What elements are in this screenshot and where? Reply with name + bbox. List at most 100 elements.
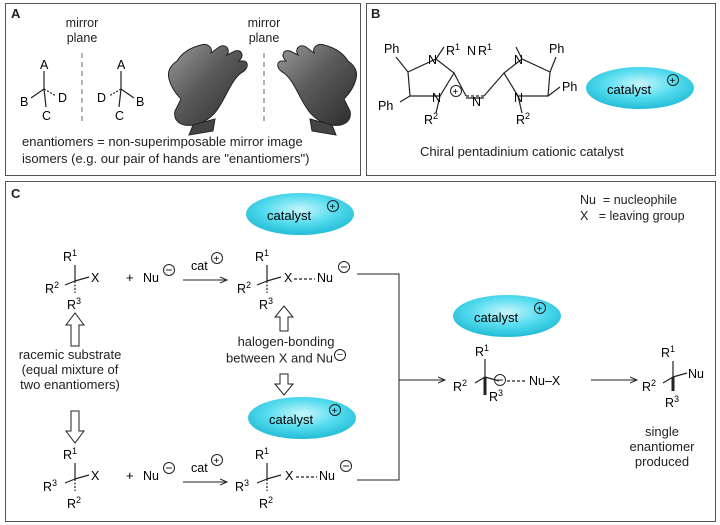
svg-text:R1: R1 <box>661 344 675 360</box>
svg-text:R2: R2 <box>453 378 467 394</box>
legend-nucleophile: Nu = nucleophile <box>580 193 677 207</box>
svg-text:+: + <box>330 202 336 213</box>
panel-b-label: B <box>371 6 381 21</box>
r2-label-1: R2 <box>424 111 438 127</box>
svg-text:+: + <box>332 406 338 417</box>
enantiomer-definition-line1: enantiomers = non-superimposable mirror … <box>22 134 303 149</box>
panel-a-drawing: A B C D A D C B <box>20 44 357 136</box>
catalyst-pill-right: catalyst + <box>453 295 561 337</box>
left-stereocentre <box>30 71 57 108</box>
racemic-line3: two enantiomers) <box>20 377 120 392</box>
catalyst-pill-b: catalyst + <box>586 67 694 109</box>
plus-top: + <box>126 270 134 285</box>
halogen-line1: halogen-bonding <box>237 334 335 349</box>
panel-c-label: C <box>11 186 21 201</box>
r2-top: R2 <box>45 280 59 296</box>
atom-a-right: A <box>117 58 126 72</box>
racemic-substrate-label: racemic substrate (equal mixture of two … <box>8 347 132 392</box>
positive-charge-icon <box>534 302 546 314</box>
r1-label-2: R1 <box>478 42 492 58</box>
mirror-word-left: mirror <box>65 16 99 30</box>
n-label-5: N <box>472 95 481 109</box>
mirror-plane-label-right: mirror plane <box>234 16 294 46</box>
nu-product: Nu <box>688 367 704 381</box>
ph-label-1: Ph <box>384 42 399 56</box>
svg-text:R2: R2 <box>67 495 81 511</box>
svg-text:R3: R3 <box>665 394 679 410</box>
substrate-top <box>64 265 90 293</box>
ph-label-2: Ph <box>378 99 393 113</box>
negative-charge-icon: – <box>333 349 346 361</box>
r3-top: R3 <box>67 296 81 312</box>
racemic-line2: (equal mixture of <box>21 362 119 377</box>
left-glove <box>168 44 248 136</box>
cat-label-bottom: cat <box>191 461 208 475</box>
right-stereocentre <box>108 71 135 108</box>
single-line3: produced <box>634 454 690 469</box>
plus-bottom: + <box>126 468 134 483</box>
ph-label-4: Ph <box>562 80 577 94</box>
plane-word-left: plane <box>66 31 98 45</box>
n-label-3: N <box>514 53 523 67</box>
svg-text:R1: R1 <box>63 446 77 462</box>
atom-b-left: B <box>20 95 28 109</box>
atom-d-right: D <box>97 91 106 105</box>
r2-label-2: R2 <box>516 111 530 127</box>
x-complex-bottom: X <box>285 469 294 483</box>
svg-text:+: + <box>453 87 459 98</box>
svg-text:R2: R2 <box>259 495 273 511</box>
panel-a-label: A <box>11 6 21 21</box>
mirror-plane-label-left: mirror plane <box>52 16 112 46</box>
complex-right <box>474 359 527 395</box>
svg-text:R1: R1 <box>255 446 269 462</box>
x-complex-top: X <box>284 271 293 285</box>
nu-top: Nu <box>143 271 159 285</box>
hollow-arrow-up-middle <box>273 305 295 332</box>
nu-complex-bottom: Nu <box>319 469 335 483</box>
r1-top: R1 <box>63 248 77 264</box>
svg-text:R3: R3 <box>489 388 503 404</box>
right-imidazoline-ring <box>503 58 551 97</box>
mirror-word-right: mirror <box>247 16 281 30</box>
complex-bottom <box>256 463 317 491</box>
single-line2: enantiomer <box>629 439 695 454</box>
plane-word-right: plane <box>248 31 280 45</box>
catalyst-text-right: catalyst <box>474 310 518 325</box>
svg-text:+: + <box>537 304 543 315</box>
svg-text:R1: R1 <box>255 248 269 264</box>
n-label-2: N <box>467 44 476 58</box>
catalyst-text-top: catalyst <box>267 208 311 223</box>
catalyst-caption: Chiral pentadinium cationic catalyst <box>420 144 624 159</box>
positive-charge-icon <box>327 200 339 212</box>
panel-c-drawing: catalyst + catalyst + catalyst + R1 R2 R… <box>43 193 704 511</box>
catalyst-text-b: catalyst <box>607 82 651 97</box>
single-enantiomer-label: single enantiomer produced <box>622 424 702 469</box>
hollow-arrow-up-left <box>65 312 85 347</box>
svg-text:R2: R2 <box>237 280 251 296</box>
atom-a-left: A <box>40 58 49 72</box>
product <box>662 361 688 391</box>
positive-charge-icon <box>329 404 341 416</box>
x-top: X <box>91 271 100 285</box>
hollow-arrow-down-middle <box>273 373 295 396</box>
svg-text:+: + <box>670 76 676 87</box>
catalyst-pill-top: catalyst + <box>246 193 354 235</box>
svg-text:R3: R3 <box>235 478 249 494</box>
svg-text:R1: R1 <box>475 343 489 359</box>
halogen-bonding-label: halogen-bonding between X and Nu– <box>224 334 348 365</box>
halogen-line2: between X and Nu <box>226 350 333 366</box>
atom-d-left: D <box>58 91 67 105</box>
x-bottom: X <box>91 469 100 483</box>
atom-b-right: B <box>136 95 144 109</box>
enantiomer-definition-line2: isomers (e.g. our pair of hands are "ena… <box>22 151 310 166</box>
merge-line <box>357 273 400 481</box>
atom-c-right: C <box>115 109 124 123</box>
racemic-line1: racemic substrate <box>18 347 122 362</box>
catalyst-text-middle: catalyst <box>269 412 313 427</box>
atom-c-left: C <box>42 109 51 123</box>
n-label-6: N <box>514 91 523 105</box>
right-glove <box>277 44 357 136</box>
ph-label-3: Ph <box>549 42 564 56</box>
nu-complex-top: Nu <box>317 271 333 285</box>
single-line1: single <box>645 424 679 439</box>
